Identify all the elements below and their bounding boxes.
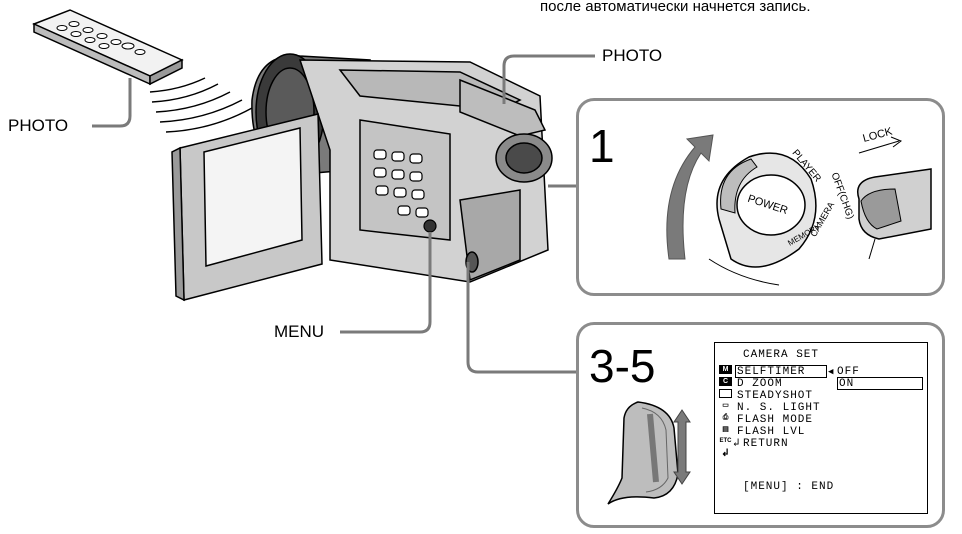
photo-camera-label: PHOTO	[602, 46, 663, 65]
menu-label: MENU	[274, 322, 325, 341]
remote-commander	[32, 9, 184, 86]
return-arrow-icon: ↲	[733, 438, 741, 450]
print-icon: ⎙	[722, 414, 729, 421]
lock-text: LOCK	[862, 125, 895, 145]
menu-header: CAMERA SET	[743, 349, 820, 361]
etc-icon: ETC	[719, 438, 732, 444]
svg-text:OFF(CHG): OFF(CHG)	[829, 171, 856, 221]
pointer-arrow-icon: ◀	[726, 379, 733, 389]
camera-set-menu-screen: CAMERA SET M C ▭ ⎙ ▤ ETC ↲ SELFTIMER ◀ O…	[714, 342, 928, 514]
control-dial-illustration	[607, 401, 691, 505]
lcd-icon	[719, 389, 732, 398]
memory-icon: ▭	[722, 402, 729, 409]
menu-item-flash-mode[interactable]: FLASH MODE	[737, 414, 814, 426]
power-switch-illustration: POWER PLAYER OFF(CHG) CAMERA MEMORY LOCK	[666, 125, 932, 286]
instruction-caption: после автоматически начнется запись.	[540, 0, 811, 15]
step-number: 3-5	[589, 340, 656, 392]
step-1-panel: 1 POWER PLAYER OFF(CHG) CAMERA MEMORY LO…	[576, 98, 945, 296]
camera-settings-icon: C	[719, 377, 732, 386]
menu-item-flash-lvl[interactable]: FLASH LVL	[737, 426, 806, 438]
leader-lines	[92, 54, 595, 374]
menu-footer: [MENU] : END	[743, 481, 835, 493]
option-on[interactable]: ON	[839, 378, 855, 390]
selected-item-box	[735, 365, 827, 378]
menu-item-return[interactable]: RETURN	[743, 438, 789, 450]
photo-remote-label: PHOTO	[8, 116, 69, 135]
option-off[interactable]: OFF	[837, 366, 860, 378]
step-number: 1	[589, 120, 615, 172]
menu-item-d-zoom[interactable]: D ZOOM	[737, 378, 783, 390]
return-icon: ↲	[721, 448, 730, 459]
option-on-box	[837, 377, 923, 390]
camcorder	[171, 53, 553, 302]
infrared-waves	[149, 77, 253, 133]
tape-icon: ▤	[722, 426, 729, 433]
menu-item-selftimer[interactable]: SELFTIMER	[737, 366, 806, 378]
camera-tape-icon: M	[719, 365, 732, 374]
menu-item-ns-light[interactable]: N. S. LIGHT	[737, 402, 821, 414]
pointer-arrow-icon: ◀	[828, 367, 835, 377]
menu-item-steadyshot[interactable]: STEADYSHOT	[737, 390, 814, 402]
